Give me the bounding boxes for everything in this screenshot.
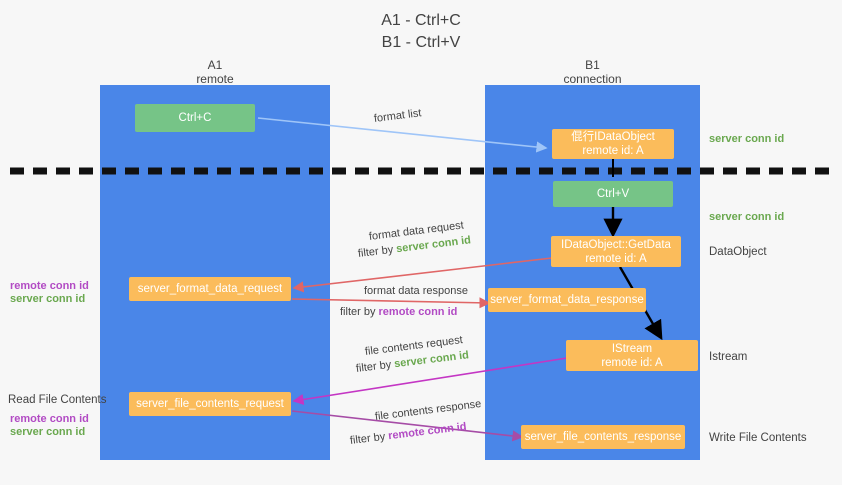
node-server-format-data-request-label: server_format_data_request bbox=[137, 283, 283, 295]
node-ctrl-c[interactable]: Ctrl+C bbox=[135, 104, 255, 132]
node-getdata-line-2: remote id: A bbox=[585, 252, 647, 265]
tag-left-server-conn-id-1: server conn id bbox=[10, 293, 86, 305]
node-server-format-data-response-label: server_format_data_response bbox=[490, 294, 644, 306]
node-server-file-contents-request-label: server_file_contents_request bbox=[136, 398, 284, 410]
node-ctrl-c-label: Ctrl+C bbox=[178, 112, 212, 124]
node-server-format-data-response[interactable]: server_format_data_response bbox=[488, 288, 646, 312]
lane-b1-name: B1 bbox=[585, 58, 600, 72]
tag-istream: Istream bbox=[709, 351, 748, 363]
node-istream-line-1: IStream bbox=[611, 342, 653, 355]
node-idataobject-getdata[interactable]: IDataObject::GetData remote id: A bbox=[551, 236, 681, 267]
lane-a1-name: A1 bbox=[207, 58, 223, 72]
node-idataobject-line-2: remote id: A bbox=[582, 145, 644, 157]
filter-by-text-1: filter by bbox=[357, 243, 397, 260]
lane-a1-sub: remote bbox=[196, 72, 234, 86]
filter-by-text-2: filter by bbox=[340, 306, 379, 318]
node-server-format-data-request[interactable]: server_format_data_request bbox=[129, 277, 291, 301]
edge-label-file-contents-response-filter: filter by remote conn id bbox=[349, 420, 467, 448]
node-istream-line-2: remote id: A bbox=[601, 356, 663, 369]
remote-conn-id-text-1: remote conn id bbox=[378, 306, 458, 318]
page-title: A1 - Ctrl+C B1 - Ctrl+V bbox=[0, 10, 842, 54]
filter-by-text-4: filter by bbox=[349, 430, 389, 447]
tag-read-file-contents: Read File Contents bbox=[8, 394, 107, 406]
edge-label-file-contents-response: file contents response bbox=[374, 398, 482, 423]
title-line-1: A1 - Ctrl+C bbox=[381, 12, 461, 29]
node-ctrl-v-label: Ctrl+V bbox=[596, 188, 630, 200]
filter-by-text-3: filter by bbox=[355, 358, 395, 375]
node-idataobject[interactable]: 倱行IDataObject remote id: A bbox=[552, 129, 674, 159]
tag-server-conn-id-top: server conn id bbox=[709, 133, 785, 145]
node-idataobject-line-1: 倱行IDataObject bbox=[571, 131, 655, 143]
node-server-file-contents-response-label: server_file_contents_response bbox=[524, 431, 682, 443]
lane-header-a1: A1 remote bbox=[130, 58, 300, 86]
edge-label-format-data-response-filter: filter by remote conn id bbox=[340, 305, 457, 319]
remote-conn-id-text-2: remote conn id bbox=[387, 420, 468, 443]
title-line-2: B1 - Ctrl+V bbox=[381, 34, 461, 51]
lane-header-b1: B1 connection bbox=[505, 58, 680, 86]
tag-write-file-contents: Write File Contents bbox=[709, 432, 807, 444]
node-ctrl-v[interactable]: Ctrl+V bbox=[553, 181, 673, 207]
node-server-file-contents-request[interactable]: server_file_contents_request bbox=[129, 392, 291, 416]
tag-data-object: DataObject bbox=[709, 246, 767, 258]
lane-b1-sub: connection bbox=[563, 72, 622, 86]
tag-left-remote-conn-id-2: remote conn id bbox=[10, 413, 89, 425]
node-istream[interactable]: IStream remote id: A bbox=[566, 340, 698, 371]
edge-label-format-data-response: format data response bbox=[364, 285, 468, 297]
node-getdata-line-1: IDataObject::GetData bbox=[561, 238, 671, 251]
node-server-file-contents-response[interactable]: server_file_contents_response bbox=[521, 425, 685, 449]
tag-server-conn-id-mid: server conn id bbox=[709, 211, 785, 223]
tag-left-server-conn-id-2: server conn id bbox=[10, 426, 86, 438]
edge-label-format-list: format list bbox=[373, 107, 423, 125]
tag-left-remote-conn-id-1: remote conn id bbox=[10, 280, 89, 292]
